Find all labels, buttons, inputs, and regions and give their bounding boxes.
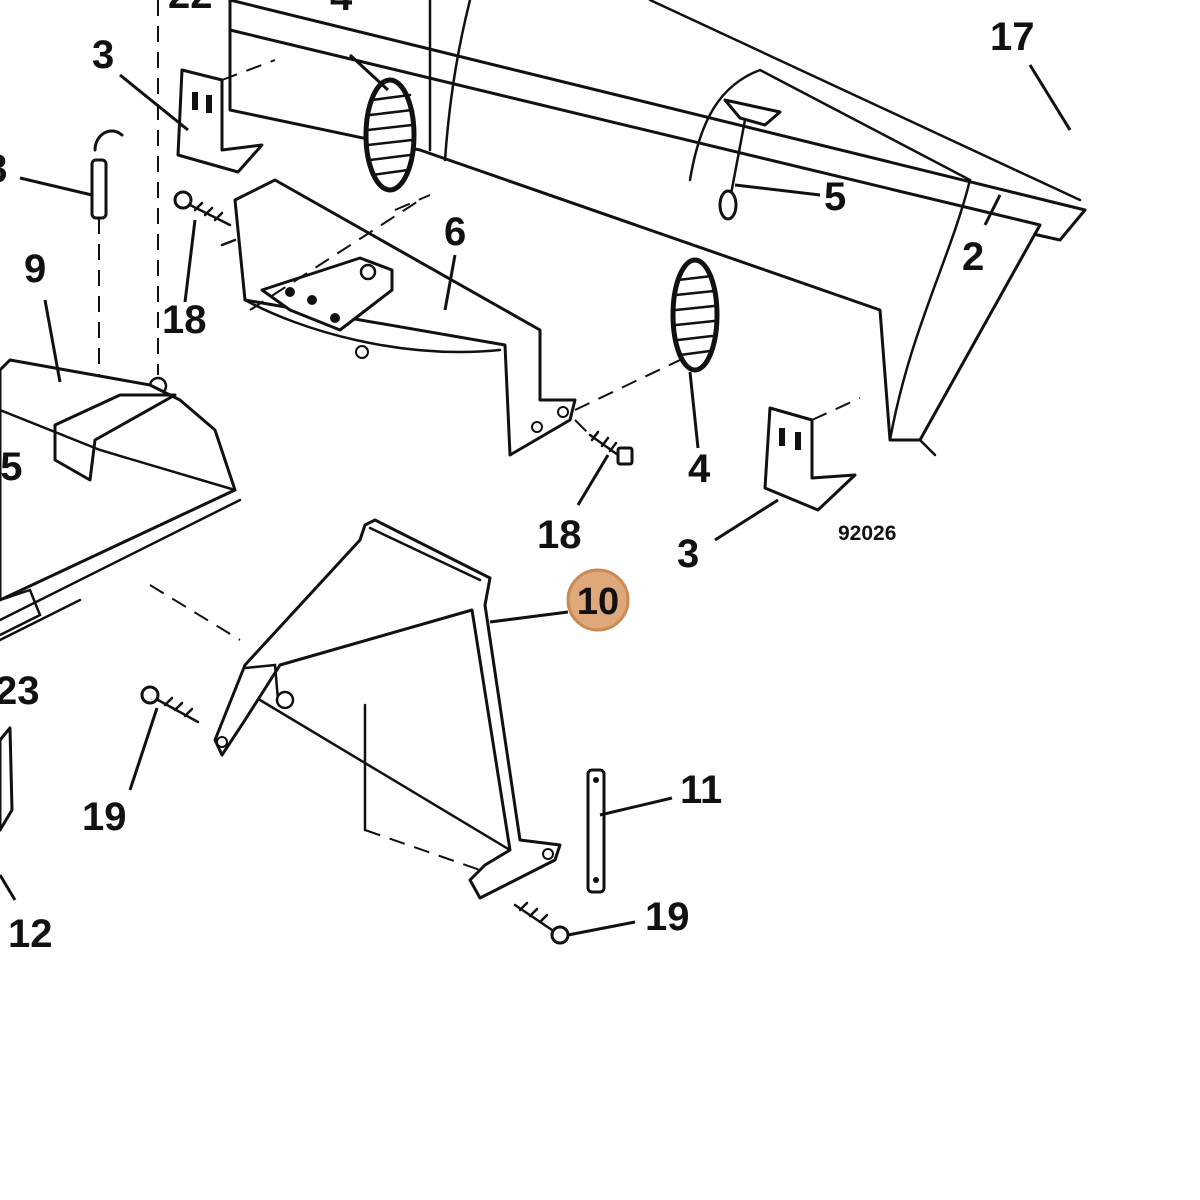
callout-6: 6 — [444, 210, 466, 254]
callout-25: 25 — [0, 445, 23, 489]
mounting-frame — [0, 358, 242, 642]
callout-4-bottom: 4 — [688, 447, 711, 491]
strap — [586, 768, 606, 894]
blade-assembly — [228, 0, 1087, 457]
edge-part-fragment — [0, 588, 42, 832]
mounting-bracket-top — [176, 59, 276, 174]
spring-bottom — [670, 257, 720, 373]
callout-18-center: 18 — [537, 513, 582, 557]
bolt-18-center — [574, 419, 634, 466]
spring-top — [363, 77, 417, 193]
hitch-pin — [90, 129, 124, 420]
push-frame — [213, 518, 562, 900]
callout-labels: 22 4 17 3 8 5 2 6 9 18 25 4 18 3 92026 2… — [0, 0, 1035, 956]
bolt-19-left — [140, 685, 200, 724]
pivot-frame — [220, 178, 577, 457]
highlighted-callout-10[interactable]: 10 — [566, 568, 630, 632]
callout-3-bottom: 3 — [677, 532, 699, 576]
callout-18-left: 18 — [162, 298, 207, 342]
callout-10: 10 — [577, 581, 619, 623]
figure-number: 92026 — [838, 522, 896, 545]
bolt-19-bottom — [513, 901, 570, 945]
mounting-bracket-bottom — [763, 397, 861, 512]
callout-9: 9 — [24, 247, 46, 291]
highlight-circle — [566, 568, 630, 632]
leader-lines — [0, 53, 1072, 937]
bolt-18-left — [173, 190, 232, 227]
callout-5: 5 — [824, 175, 846, 219]
callout-19-left: 19 — [82, 795, 127, 839]
callout-3-top: 3 — [92, 33, 114, 77]
callout-8: 8 — [0, 147, 7, 191]
callout-4-top: 4 — [330, 0, 353, 19]
callout-2: 2 — [962, 235, 984, 279]
callout-12: 12 — [8, 912, 53, 956]
callout-19-bottom: 19 — [645, 895, 690, 939]
callout-11: 11 — [680, 768, 722, 812]
eye-bolt — [718, 98, 782, 221]
callout-23: 23 — [0, 669, 40, 713]
callout-17: 17 — [990, 15, 1035, 59]
callout-22: 22 — [168, 0, 213, 17]
